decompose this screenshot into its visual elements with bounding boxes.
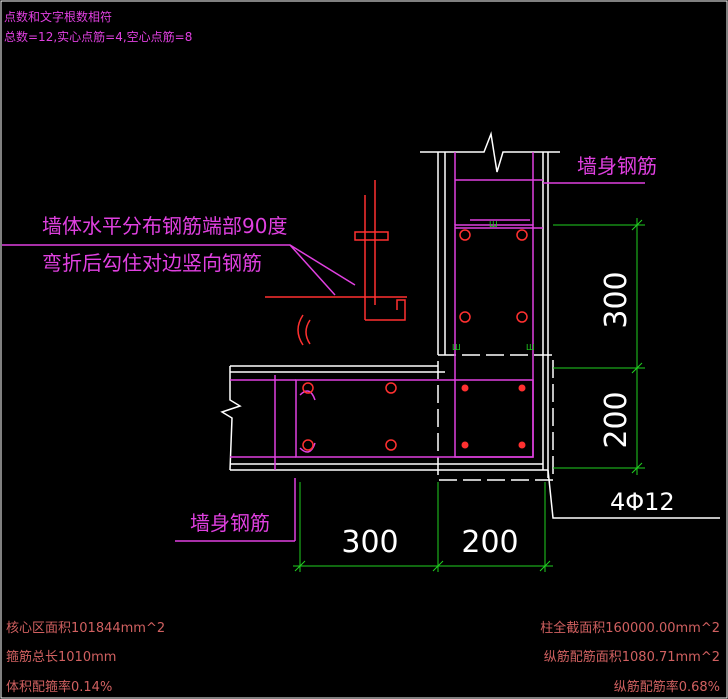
dimension-lines — [293, 218, 645, 572]
stirrups — [2, 152, 645, 542]
bar-mark-2: Ш — [452, 343, 461, 352]
solid-rebar-dot — [518, 384, 526, 392]
solid-rebar-dot — [518, 441, 526, 449]
dim-horizontal-left: 300 — [341, 525, 398, 560]
rebar-spec: 4Φ12 — [610, 488, 675, 516]
rebar-dot — [385, 439, 397, 451]
wall-outline — [220, 131, 560, 478]
rebar-dot — [459, 229, 471, 241]
note-line-1: 墙体水平分布钢筋端部90度 — [42, 214, 287, 238]
bar-mark-3: Ш — [526, 343, 535, 352]
rebar-dot — [302, 439, 314, 451]
horizontal-stirrup — [295, 379, 534, 458]
vertical-stirrup — [454, 224, 534, 458]
note-line-2: 弯折后勾住对边竖向钢筋 — [42, 251, 262, 275]
rebar-dot — [516, 229, 528, 241]
footer-core-area: 核心区面积101844mm^2 — [6, 621, 165, 636]
rebar-dot — [459, 311, 471, 323]
rebar-dot — [385, 382, 397, 394]
dim-vertical-upper: 300 — [599, 271, 634, 328]
wall-rebar-label-bottom: 墙身钢筋 — [190, 511, 270, 535]
footer-stirrup-length: 箍筋总长1010mm — [6, 649, 116, 665]
footer-longitudinal-ratio: 纵筋配筋率0.68% — [614, 679, 720, 695]
dim-vertical-lower: 200 — [599, 391, 634, 448]
dim-horizontal-right: 200 — [461, 525, 518, 560]
top-break-line — [420, 131, 560, 173]
wall-rebar-label-top: 墙身钢筋 — [577, 154, 657, 178]
corner-column-dashed — [437, 354, 554, 481]
solid-rebar-dot — [461, 384, 469, 392]
bar-mark-1: Ш — [489, 220, 498, 229]
rebar-dot — [516, 311, 528, 323]
left-break-line — [220, 366, 242, 471]
rebar-dot — [302, 382, 314, 394]
footer-column-area: 柱全截面积160000.00mm^2 — [540, 620, 720, 636]
footer-longitudinal-area: 纵筋配筋面积1080.71mm^2 — [544, 649, 720, 665]
solid-rebar-dot — [461, 441, 469, 449]
footer-volume-ratio: 体积配箍率0.14% — [6, 679, 112, 695]
solid-rebar-dots — [461, 384, 526, 449]
rebar-dots — [302, 229, 528, 451]
header-line-2: 总数=12,实心点筋=4,空心点筋=8 — [4, 29, 192, 44]
detail-hook-rebar — [265, 180, 407, 346]
rebar-spec-leader — [547, 469, 720, 519]
header-line-1: 点数和文字根数相符 — [4, 9, 112, 24]
